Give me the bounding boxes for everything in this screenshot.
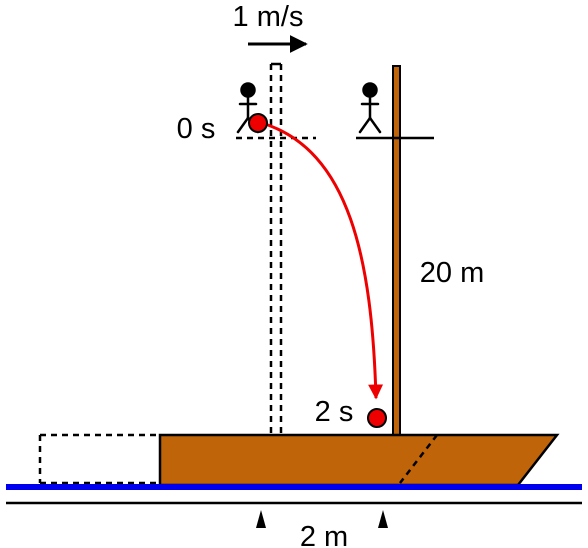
- person-icon: [358, 82, 382, 134]
- ball-end: [367, 408, 387, 428]
- displacement-marker-left: [256, 510, 266, 528]
- velocity-label: 1 m/s: [233, 1, 304, 33]
- displacement-label: 2 m: [300, 521, 348, 548]
- height-label: 20 m: [420, 257, 484, 289]
- ghost-mast: [269, 62, 283, 434]
- boat-hull: [158, 433, 560, 487]
- ghost-boat: [38, 433, 160, 485]
- ball-trajectory: [261, 121, 384, 400]
- mast: [392, 65, 401, 436]
- start-time-label: 0 s: [177, 113, 216, 145]
- end-time-label: 2 s: [315, 396, 354, 428]
- displacement-marker-right: [378, 510, 388, 528]
- ball-start: [248, 113, 268, 133]
